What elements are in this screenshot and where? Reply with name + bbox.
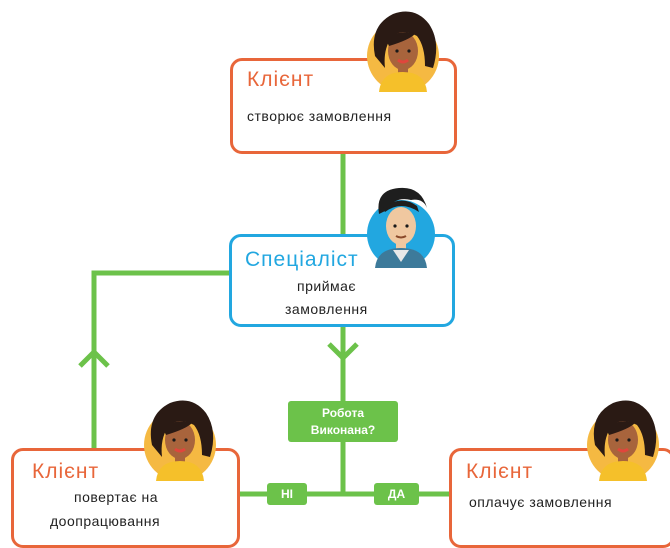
client-left-line1: повертає на (74, 489, 159, 505)
arrow-up-icon (78, 348, 110, 368)
client-left-line2: доопрацювання (50, 513, 161, 529)
client-title: Клієнт (247, 68, 315, 91)
arrow-down-icon (327, 342, 359, 362)
specialist-action-line1: приймає (297, 278, 357, 294)
woman-avatar-icon (144, 400, 216, 481)
decision-label: Робота Виконана? (288, 401, 398, 442)
specialist-title: Спеціаліст (245, 248, 359, 271)
decision-line2: Виконана? (310, 423, 376, 437)
yes-label: ДА (374, 483, 419, 505)
woman-avatar-icon (367, 11, 439, 92)
client-action-text: створює замовлення (247, 108, 392, 124)
man-avatar-icon (367, 187, 435, 268)
client-left-title: Клієнт (32, 460, 100, 483)
specialist-action-line2: замовлення (285, 301, 368, 317)
connector-loop-back (91, 270, 236, 452)
decision-line1: Робота (321, 406, 365, 420)
no-label: НІ (267, 483, 307, 505)
client-right-action-text: оплачує замовлення (469, 494, 613, 510)
client-right-title: Клієнт (466, 460, 534, 483)
woman-avatar-icon (587, 400, 659, 481)
